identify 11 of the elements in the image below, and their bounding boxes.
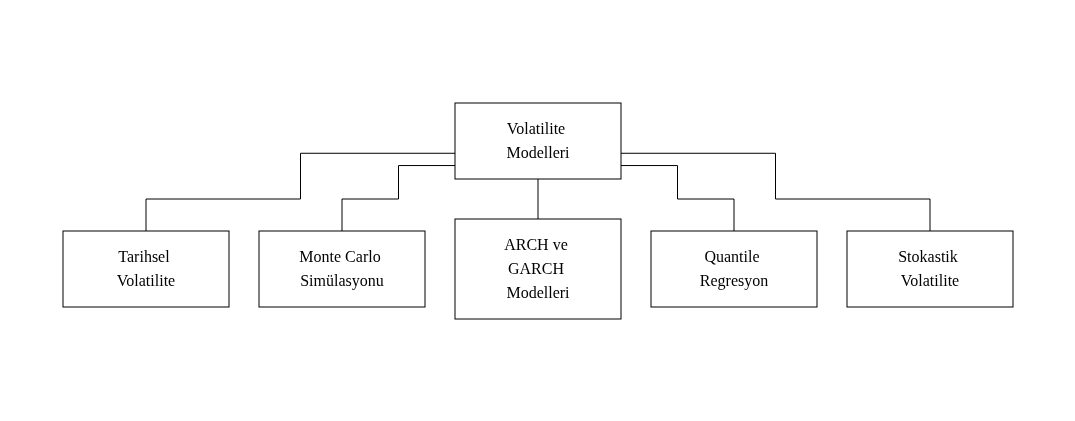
node-box: Monte Carlo Simülasyonu [258,230,425,307]
node-box: Quantile Regresyon [650,230,817,307]
node-box: Volatilite Modelleri [454,102,621,179]
node-box: Tarihsel Volatilite [62,230,229,307]
connector [620,164,734,231]
connector [145,152,455,231]
node-box: Stokastik Volatilite [846,230,1013,307]
connector [537,178,538,219]
connector [620,152,930,231]
node-box: ARCH ve GARCH Modelleri [454,218,621,319]
connector [341,164,455,231]
